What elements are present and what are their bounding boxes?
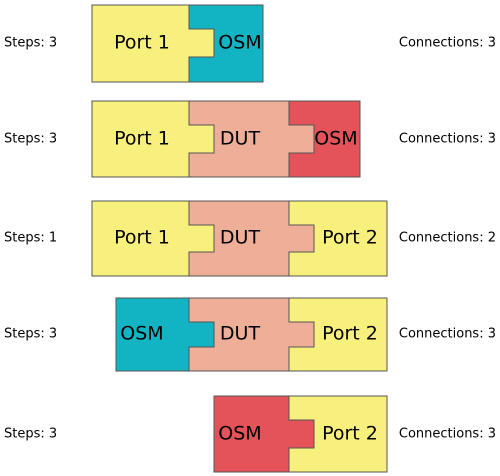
osm-block bbox=[288, 100, 361, 178]
steps-label: Steps: 3 bbox=[4, 427, 57, 442]
port-block bbox=[288, 395, 388, 473]
steps-label: Steps: 3 bbox=[4, 132, 57, 147]
connections-label: Connections: 2 bbox=[399, 231, 496, 246]
row-3: Steps: 1 Port 1 DUT Port 2 Connections: … bbox=[4, 200, 496, 277]
steps-label: Steps: 3 bbox=[4, 36, 57, 51]
block-label: DUT bbox=[220, 227, 261, 249]
steps-label: Steps: 3 bbox=[4, 327, 57, 342]
block-label: Port 2 bbox=[322, 423, 378, 445]
steps-label: Steps: 1 bbox=[4, 231, 57, 246]
row-4: Steps: 3 OSM DUT Port 2 Connections: 3 bbox=[4, 297, 496, 372]
port-block bbox=[288, 297, 388, 372]
connections-label: Connections: 3 bbox=[399, 36, 496, 51]
block-label: OSM bbox=[314, 128, 357, 150]
row-5: Steps: 3 OSM Port 2 Connections: 3 bbox=[4, 395, 496, 473]
block-label: OSM bbox=[218, 32, 261, 54]
block-label: Port 1 bbox=[114, 227, 170, 249]
osm-block bbox=[188, 4, 264, 83]
connections-label: Connections: 3 bbox=[399, 327, 496, 342]
block-label: Port 2 bbox=[322, 323, 378, 345]
connections-label: Connections: 3 bbox=[399, 132, 496, 147]
port-block bbox=[288, 200, 388, 277]
block-label: Port 1 bbox=[114, 128, 170, 150]
block-label: Port 2 bbox=[322, 227, 378, 249]
block-label: DUT bbox=[220, 323, 261, 345]
block-label: DUT bbox=[220, 128, 261, 150]
connections-label: Connections: 3 bbox=[399, 427, 496, 442]
row-2: Steps: 3 Port 1 DUT OSM Connections: 3 bbox=[4, 100, 496, 178]
block-label: Port 1 bbox=[114, 32, 170, 54]
row-1: Steps: 3 Port 1 OSM Connections: 3 bbox=[4, 4, 496, 83]
block-label: OSM bbox=[120, 323, 163, 345]
block-label: OSM bbox=[218, 423, 261, 445]
